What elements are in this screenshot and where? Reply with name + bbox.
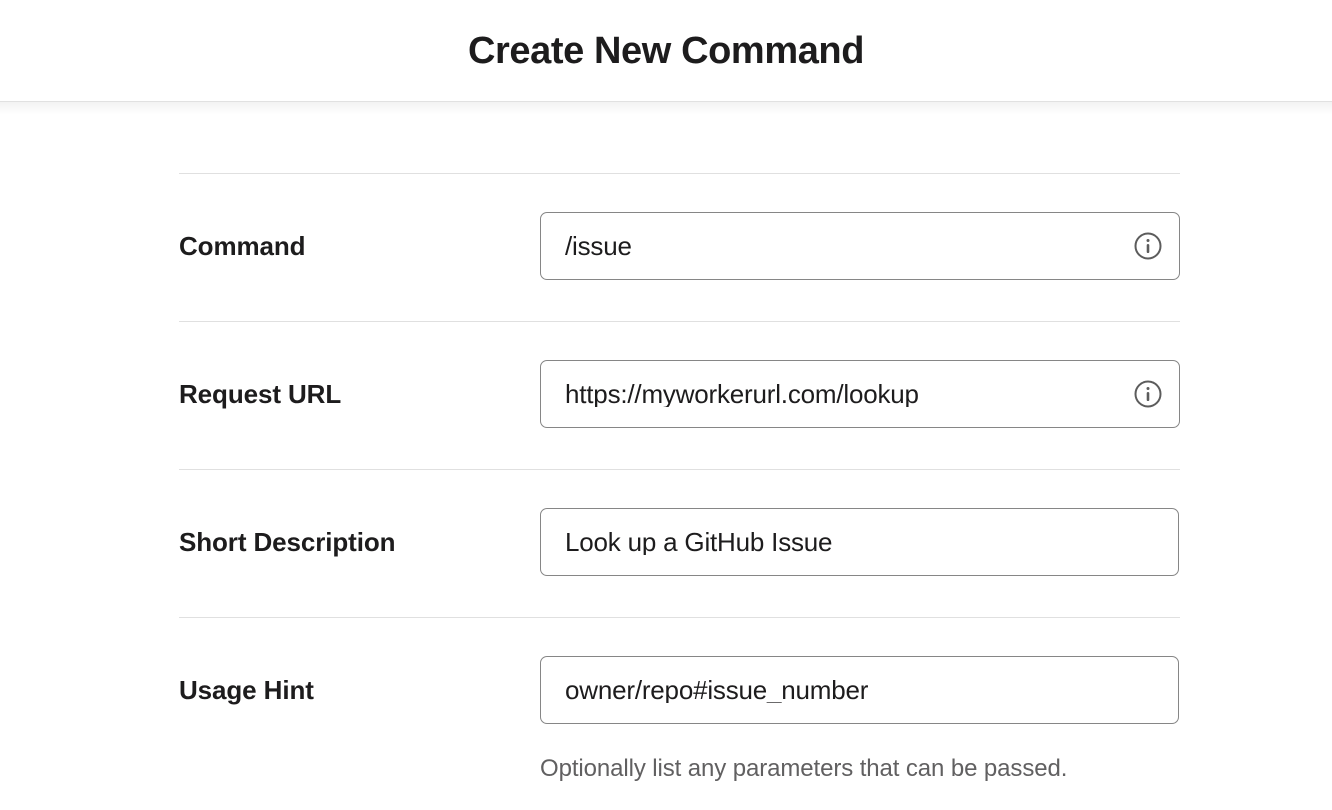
info-circle-icon[interactable] <box>1133 379 1163 409</box>
field-divider <box>179 173 1180 174</box>
page-title: Create New Command <box>467 29 865 72</box>
command-input[interactable]: /issue <box>540 212 1180 280</box>
info-circle-icon[interactable] <box>1133 231 1163 261</box>
field-divider <box>179 321 1180 322</box>
label-short-description: Short Description <box>179 527 396 557</box>
short-description-input[interactable]: Look up a GitHub Issue <box>540 508 1179 576</box>
form-row-request-url: Request URL https://myworkerurl.com/look… <box>0 360 1332 428</box>
command-form: Command /issue Request URL https://mywor… <box>0 102 1332 781</box>
modal-header: Create New Command <box>0 0 1332 115</box>
usage-hint-input[interactable]: owner/repo#issue_number <box>540 656 1179 724</box>
form-row-usage-hint: Usage Hint owner/repo#issue_number Optio… <box>0 656 1332 781</box>
label-usage-hint: Usage Hint <box>179 675 314 705</box>
label-command: Command <box>179 231 306 261</box>
control-command: /issue <box>540 212 1180 280</box>
field-divider <box>179 469 1180 470</box>
control-request-url: https://myworkerurl.com/lookup <box>540 360 1180 428</box>
control-short-description: Look up a GitHub Issue <box>540 508 1180 576</box>
form-row-command: Command /issue <box>0 212 1332 280</box>
request-url-input-value: https://myworkerurl.com/lookup <box>565 381 919 407</box>
control-usage-hint: owner/repo#issue_number Optionally list … <box>540 656 1180 781</box>
form-row-short-description: Short Description Look up a GitHub Issue <box>0 508 1332 576</box>
usage-hint-help-text: Optionally list any parameters that can … <box>540 755 1068 782</box>
request-url-input[interactable]: https://myworkerurl.com/lookup <box>540 360 1180 428</box>
usage-hint-input-value: owner/repo#issue_number <box>565 677 869 703</box>
command-input-value: /issue <box>565 233 632 259</box>
short-description-input-value: Look up a GitHub Issue <box>565 529 833 555</box>
label-request-url: Request URL <box>179 379 342 409</box>
field-divider <box>179 617 1180 618</box>
